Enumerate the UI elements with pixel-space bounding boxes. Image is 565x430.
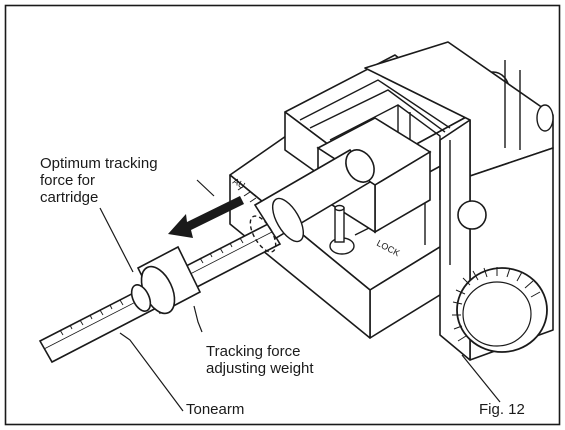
leader-lines xyxy=(99,179,501,412)
arm-collar xyxy=(249,197,305,253)
optimum-line-3: cartridge xyxy=(40,189,99,206)
optimum-tracking-force-label: Optimum tracking force for cartridge xyxy=(40,155,158,206)
weight-line-1: Tracking force xyxy=(206,343,301,360)
tracking-weight xyxy=(130,245,202,315)
arm-scale xyxy=(59,237,244,336)
tonearm-label: Tonearm xyxy=(186,401,245,418)
figure-frame xyxy=(4,4,561,426)
figure-number: Fig. 12 xyxy=(479,401,525,418)
tracking-force-weight-label: Tracking force adjusting weight xyxy=(206,343,314,377)
direction-arrow xyxy=(168,196,244,238)
height-adjust-knob xyxy=(452,267,548,353)
pivot-block xyxy=(316,117,432,234)
lock-screw xyxy=(329,204,355,255)
optimum-line-2: force for xyxy=(40,172,96,189)
weight-line-2: adjusting weight xyxy=(206,360,314,377)
side-screw xyxy=(457,200,487,230)
optimum-line-1: Optimum tracking xyxy=(40,155,158,172)
